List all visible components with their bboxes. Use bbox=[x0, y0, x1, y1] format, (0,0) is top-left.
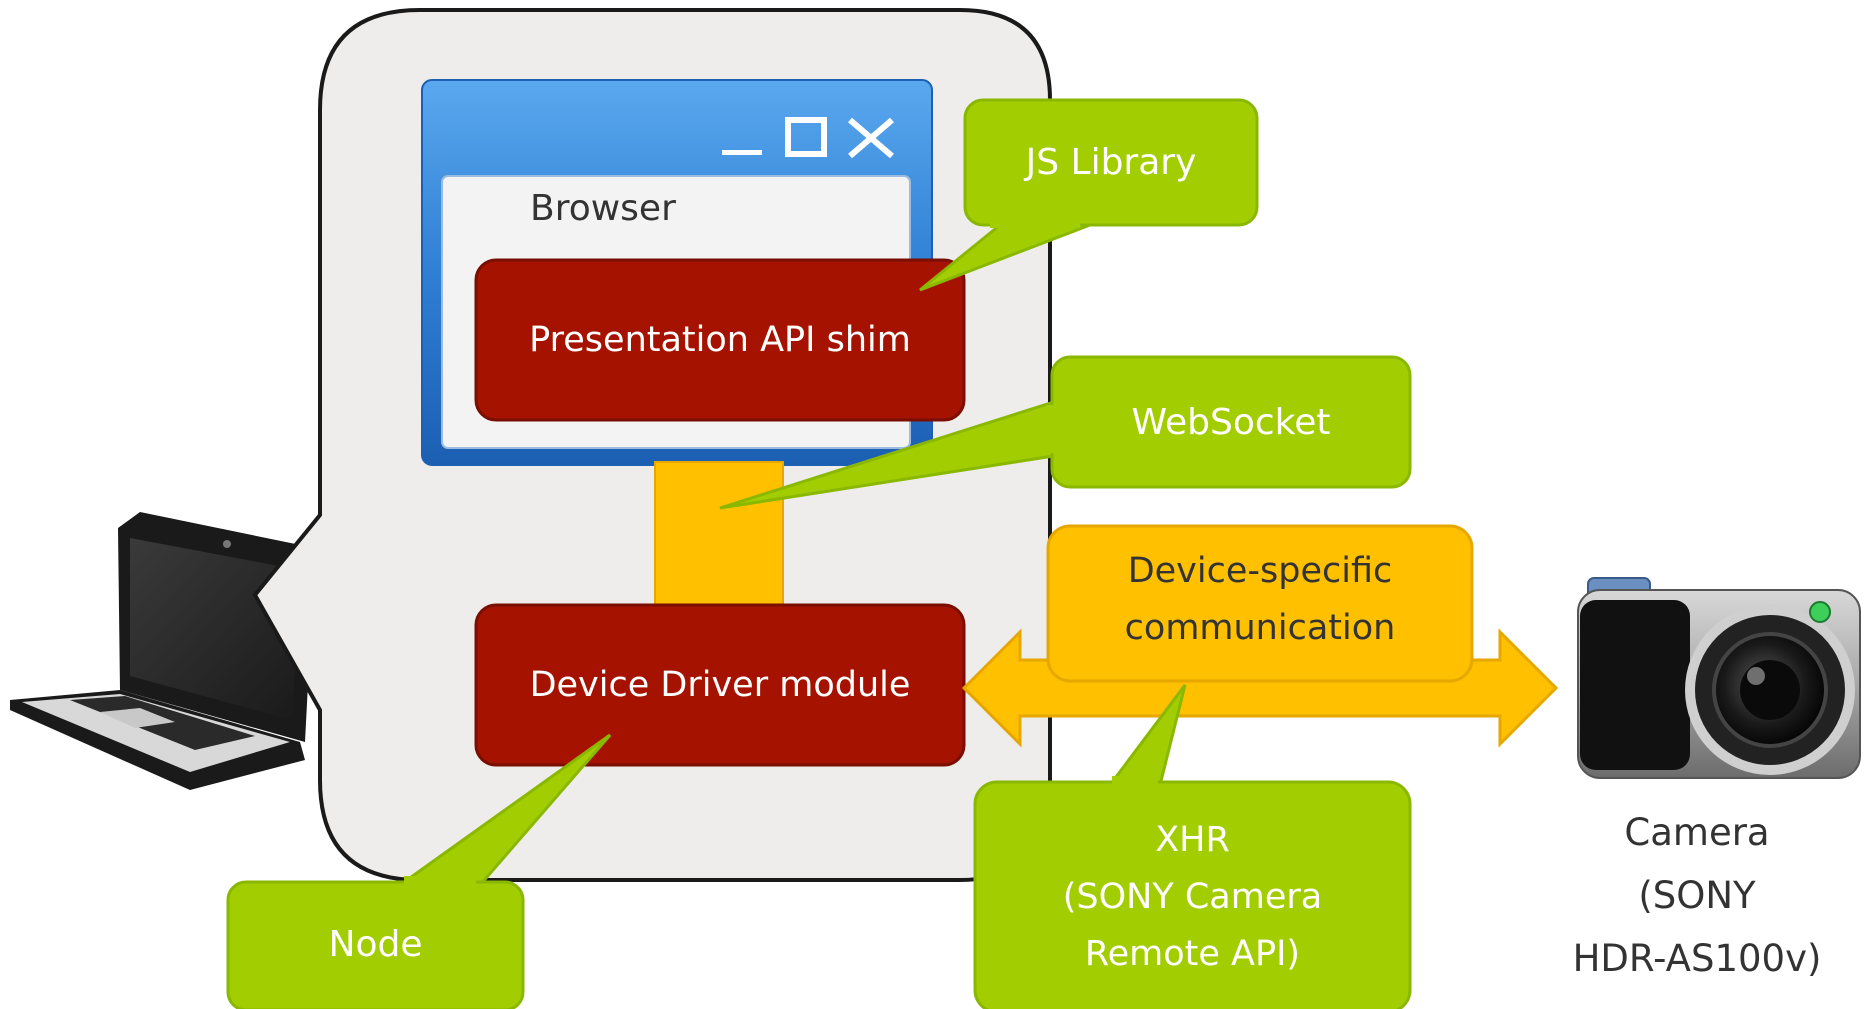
device-driver-box bbox=[474, 603, 966, 767]
js-library-label: JS Library bbox=[1025, 142, 1197, 183]
js-library-callout bbox=[919, 98, 1259, 292]
camera-label: Camera (SONY HDR-AS100v) bbox=[1572, 810, 1822, 980]
node-label: Node bbox=[328, 924, 423, 965]
websocket-label: WebSocket bbox=[1131, 401, 1331, 443]
browser-title: Browser bbox=[530, 187, 676, 229]
device-driver-label: Device Driver module bbox=[529, 665, 911, 705]
websocket-callout bbox=[719, 355, 1412, 510]
camera-icon bbox=[1577, 577, 1861, 779]
device-communication-label: Device-specific communication bbox=[1124, 551, 1396, 648]
device-communication-box bbox=[1046, 524, 1474, 683]
window-controls bbox=[722, 117, 894, 159]
xhr-label: XHR (SONY Camera Remote API) bbox=[1062, 820, 1323, 974]
websocket-connector bbox=[654, 461, 784, 613]
xhr-callout bbox=[973, 684, 1412, 1009]
presentation-api-shim-box bbox=[474, 258, 966, 422]
node-callout bbox=[226, 733, 612, 1009]
laptop-icon bbox=[10, 512, 315, 790]
presentation-api-shim-label: Presentation API shim bbox=[529, 320, 911, 360]
